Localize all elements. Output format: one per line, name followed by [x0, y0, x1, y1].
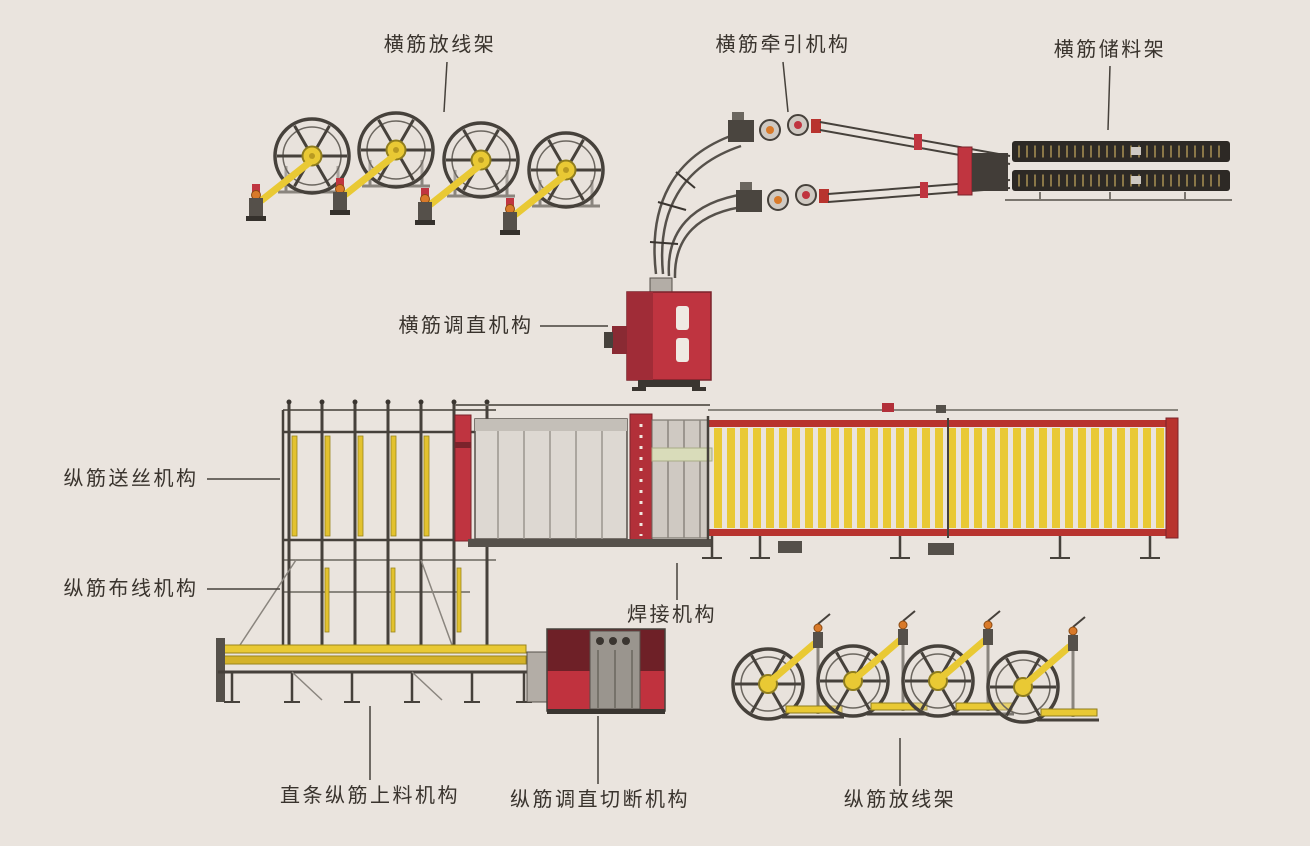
label-longitudinal-payoff-rack: 纵筋放线架: [843, 789, 957, 811]
label-cross-bar-straightening-mechanism: 横筋调直机构: [398, 315, 534, 337]
cross-bar-payoff-rack-group: [246, 113, 603, 235]
roller-conveyor-group: [702, 403, 1179, 559]
label-cross-bar-payoff-rack: 横筋放线架: [383, 34, 497, 56]
label-welding-mechanism: 焊接机构: [627, 604, 717, 626]
straightening-cutting-machine-group: [526, 628, 666, 714]
leader-lines: [207, 61, 1111, 786]
label-longitudinal-wire-laying-mechanism: 纵筋布线机构: [63, 578, 199, 600]
straight-bar-loading-table-group: [216, 638, 532, 703]
label-longitudinal-wire-feed-mechanism: 纵筋送丝机构: [63, 468, 199, 490]
longitudinal-payoff-rack-group: [733, 611, 1099, 722]
cross-bar-straightening-mechanism-group: [604, 277, 712, 391]
label-cross-bar-traction-mechanism: 横筋牵引机构: [715, 34, 851, 56]
label-cross-bar-storage-rack: 横筋储料架: [1053, 39, 1167, 61]
cross-bar-traction-mechanism-group: [649, 112, 1011, 279]
label-straight-bar-loading-mechanism: 直条纵筋上料机构: [280, 785, 460, 807]
welding-machine-group: [454, 404, 713, 547]
cross-bar-storage-rack-group: [957, 141, 1232, 201]
label-longitudinal-straightening-cutting-mechanism: 纵筋调直切断机构: [510, 789, 690, 811]
